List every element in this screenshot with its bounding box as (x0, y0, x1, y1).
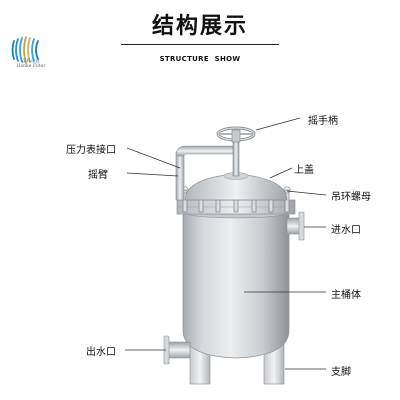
hanke-logo-icon (11, 36, 39, 64)
main-barrel-body (182, 205, 290, 359)
top-cover (184, 172, 288, 201)
outlet-pipe (163, 335, 191, 365)
label-inlet: 进水口 (331, 225, 361, 236)
page-title: 结构展示 (151, 14, 248, 39)
title-divider (121, 44, 279, 45)
label-main-barrel: 主桶体 (331, 290, 361, 301)
handwheel (216, 126, 256, 177)
label-top-cover: 上盖 (294, 165, 314, 176)
label-pressure-gauge-port: 压力表接口 (66, 145, 116, 156)
label-support-leg: 支脚 (331, 367, 351, 378)
label-handwheel: 摇手柄 (308, 116, 338, 127)
label-eye-nut: 吊环螺母 (331, 192, 371, 203)
page-subtitle: STRUCTURE SHOW (159, 55, 241, 63)
label-rocker-arm: 摇臂 (88, 170, 108, 181)
logo-english-name: Hanke Filter (16, 64, 46, 69)
inlet-pipe (286, 211, 305, 241)
label-outlet: 出水口 (86, 347, 116, 358)
leader-lines (125, 117, 327, 370)
logo-chinese-name: 汉科过滤 (22, 58, 40, 63)
